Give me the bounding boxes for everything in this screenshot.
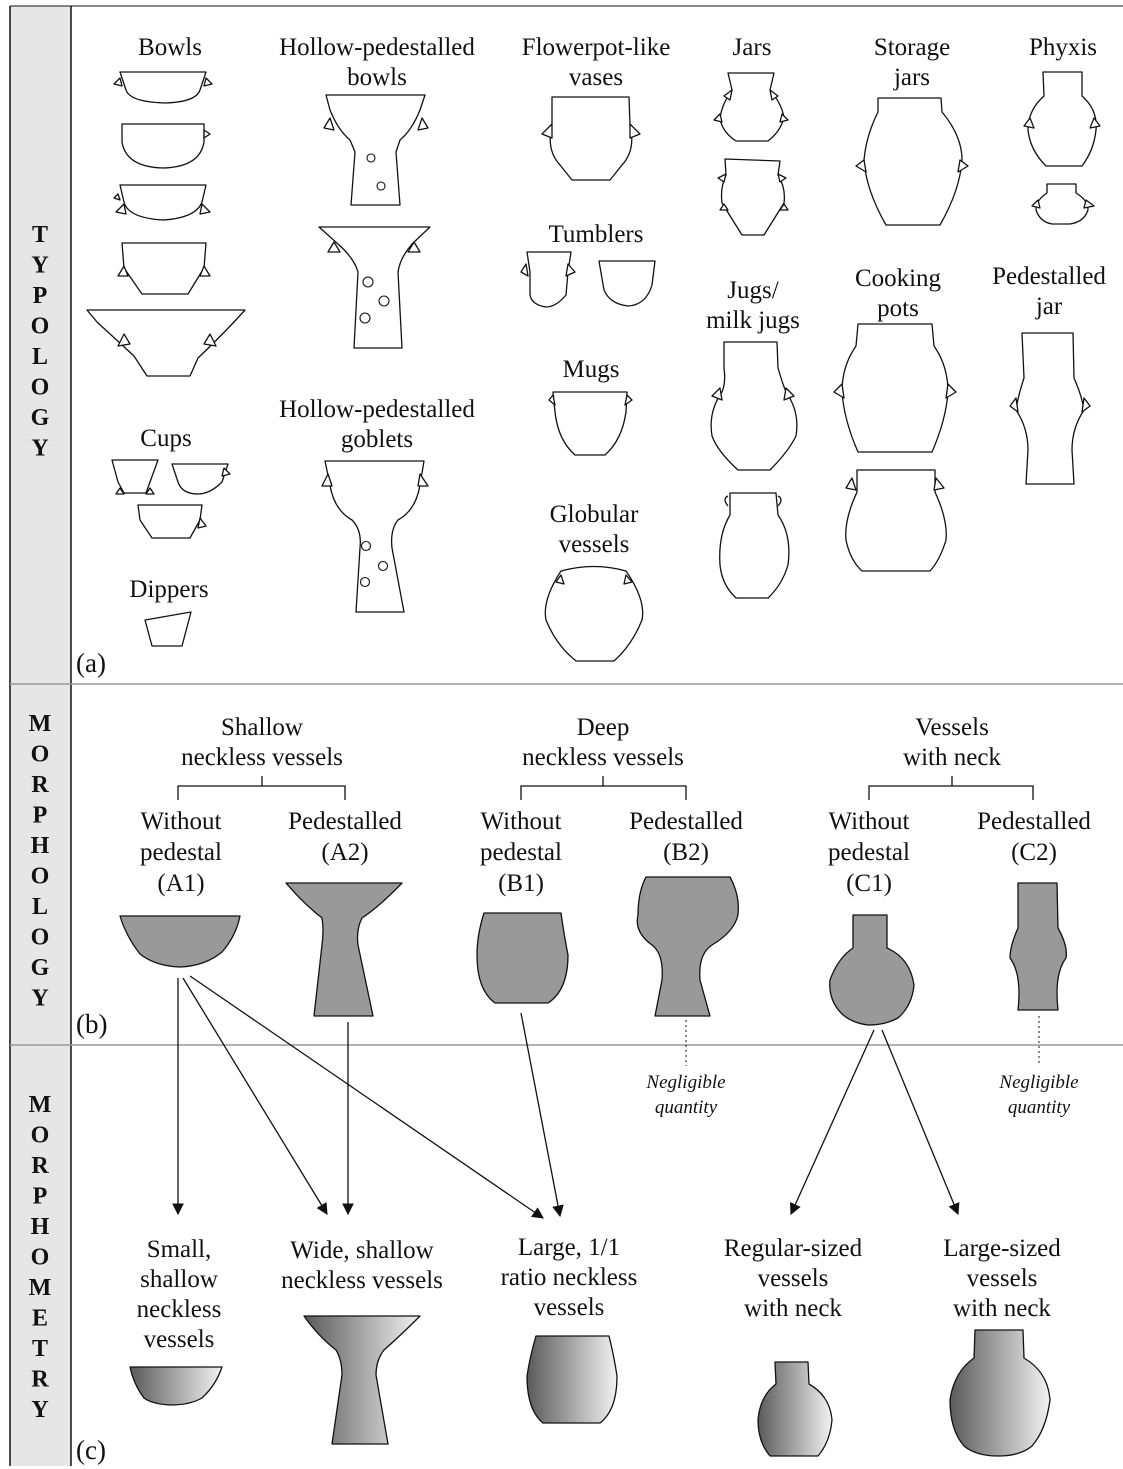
label-jars: Jars [733, 34, 772, 61]
shape-c1 [829, 914, 915, 1026]
jar-drawings [713, 72, 789, 236]
panel-label-a: (a) [76, 648, 106, 678]
pedestalled-jar-drawing [1009, 332, 1091, 485]
bracket-neck [868, 776, 1034, 800]
hollow-pedestalled-goblet-drawings [321, 460, 429, 613]
shape-wide-shallow [303, 1315, 421, 1445]
panel-label-c: (c) [76, 1435, 106, 1465]
label-bowls: Bowls [138, 34, 202, 61]
label-phyxis: Phyxis [1029, 34, 1097, 61]
label-jugs-milk-jugs: Jugs/milk jugs [706, 277, 800, 334]
shape-b2 [636, 876, 739, 1017]
frame [9, 5, 1123, 1466]
shape-large-ratio [526, 1335, 618, 1424]
arrow-a1-large [189, 975, 544, 1219]
bowl-drawings [86, 71, 246, 377]
tumbler-drawings [520, 251, 656, 308]
label-tumblers: Tumblers [549, 221, 644, 248]
label-cups: Cups [140, 425, 191, 452]
shape-small-shallow [129, 1366, 223, 1406]
phyxis-drawings [1023, 71, 1101, 225]
shape-large-neck [949, 1329, 1051, 1457]
bracket-shallow [177, 776, 346, 800]
shape-a1 [119, 915, 241, 968]
label-dippers: Dippers [129, 576, 208, 603]
label-mugs: Mugs [563, 356, 620, 383]
dipper-drawing [144, 611, 192, 647]
mug-drawing [548, 391, 633, 456]
shape-regular-neck [757, 1361, 833, 1457]
arrow-a1-wide [182, 977, 328, 1215]
cooking-pot-drawings [833, 323, 957, 572]
bracket-deep [520, 776, 687, 800]
hollow-pedestalled-bowl-drawings [318, 94, 431, 349]
arrows [172, 975, 960, 1219]
shape-a2 [285, 882, 403, 1017]
arrow-c1-large [881, 1029, 960, 1216]
label-c2: Pedestalled(C2) [977, 808, 1091, 866]
jug-drawings [710, 341, 798, 599]
globular-vessel-drawing [544, 565, 644, 662]
side-column [10, 6, 71, 1466]
shape-c2 [1009, 882, 1067, 1011]
label-b2: Pedestalled(B2) [629, 808, 743, 866]
arrow-c1-regular [789, 1029, 875, 1216]
cup-drawings [111, 459, 231, 539]
arrow-b1-large [520, 1012, 564, 1218]
flowerpot-like-vase-drawing [541, 96, 641, 181]
panel-label-b: (b) [76, 1009, 107, 1039]
shape-b1 [476, 912, 569, 1004]
label-a2: Pedestalled(A2) [288, 808, 402, 866]
storage-jar-drawing [855, 97, 969, 226]
